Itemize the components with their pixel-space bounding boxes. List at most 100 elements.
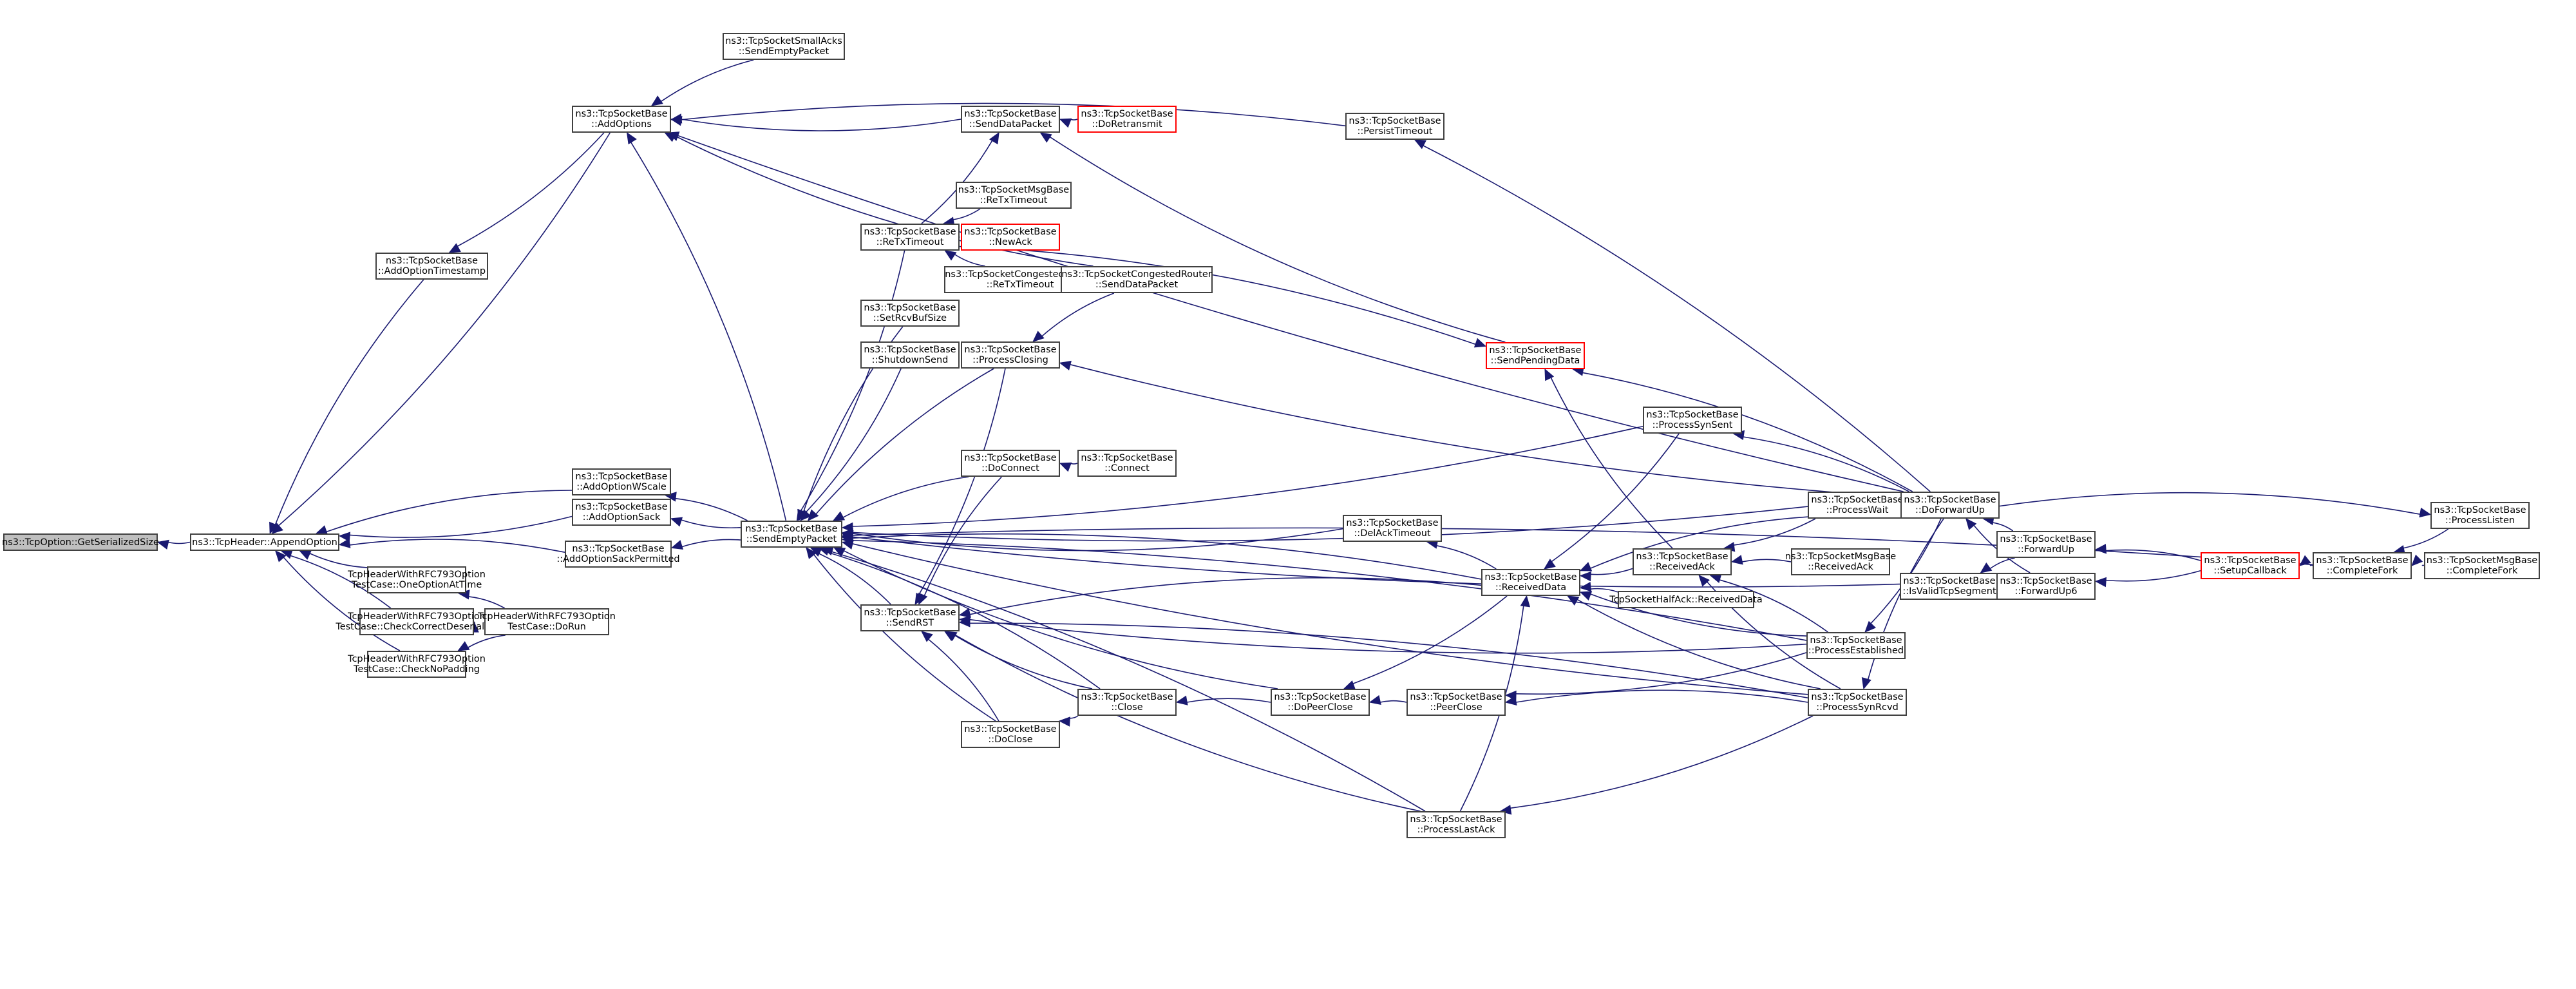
graph-node-smallacks[interactable]: ns3::TcpSocketSmallAcks::SendEmptyPacket	[723, 33, 845, 60]
node-label-line: ::ForwardUp	[2018, 544, 2074, 555]
node-label-line: ns3::TcpSocketSmallAcks	[725, 36, 842, 46]
graph-node-doclose[interactable]: ns3::TcpSocketBase::DoClose	[961, 721, 1060, 748]
node-label-line: ns3::TcpSocketBase	[1081, 692, 1173, 702]
graph-node-established[interactable]: ns3::TcpSocketBase::ProcessEstablished	[1806, 632, 1906, 659]
graph-node-setupcb[interactable]: ns3::TcpSocketBase::SetupCallback	[2201, 552, 2300, 579]
node-label-line: ns3::TcpSocketBase	[575, 502, 667, 512]
graph-node-newack[interactable]: ns3::TcpSocketBase::NewAck	[961, 224, 1060, 251]
edge-arrowhead	[2420, 508, 2430, 517]
graph-node-closing[interactable]: ns3::TcpSocketBase::ProcessClosing	[961, 341, 1060, 369]
graph-node-msgrecvack[interactable]: ns3::TcpSocketMsgBase::ReceivedAck	[1791, 548, 1890, 575]
node-label-line: ::ReceivedData	[1495, 582, 1566, 593]
edge-arrowhead	[808, 510, 819, 521]
graph-node-complete[interactable]: ns3::TcpSocketBase::CompleteFork	[2313, 552, 2412, 579]
node-label-line: ::SendDataPacket	[969, 119, 1052, 130]
call-edge	[1743, 437, 1909, 492]
graph-node-lastack[interactable]: ns3::TcpSocketBase::ProcessLastAck	[1406, 811, 1506, 838]
call-edge	[806, 369, 901, 512]
edge-arrowhead	[1699, 575, 1709, 586]
graph-node-fwdup[interactable]: ns3::TcpSocketBase::ForwardUp	[1996, 531, 2096, 558]
node-label-line: ::CompleteFork	[2327, 566, 2398, 576]
edge-arrowhead	[1865, 622, 1875, 632]
edge-arrowhead	[2096, 577, 2106, 586]
graph-node-recvack[interactable]: ns3::TcpSocketBase::ReceivedAck	[1633, 548, 1732, 575]
edge-arrowhead	[1177, 696, 1188, 705]
graph-node-msgretx[interactable]: ns3::TcpSocketMsgBase::ReTxTimeout	[956, 182, 1072, 209]
node-label-line: ns3::TcpSocketBase	[2434, 505, 2526, 515]
graph-node-listen[interactable]: ns3::TcpSocketBase::ProcessListen	[2430, 502, 2530, 529]
node-label-line: ::DoClose	[988, 735, 1032, 745]
node-label-line: ns3::TcpSocketBase	[964, 345, 1056, 355]
edge-arrowhead	[1980, 563, 1991, 573]
graph-node-close[interactable]: ns3::TcpSocketBase::Close	[1077, 689, 1177, 716]
call-edge	[681, 119, 961, 131]
call-edge	[1187, 698, 1271, 702]
node-label-line: ns3::TcpSocketBase	[964, 453, 1056, 463]
edge-arrowhead	[158, 540, 169, 549]
node-label-line: ::SetupCallback	[2213, 566, 2287, 576]
graph-node-doforward[interactable]: ns3::TcpSocketBase::DoForwardUp	[1900, 492, 2000, 519]
graph-node-shutdown[interactable]: ns3::TcpSocketBase::ShutdownSend	[860, 341, 960, 369]
graph-node-addsackp[interactable]: ns3::TcpSocketBase::AddOptionSackPermitt…	[565, 541, 672, 568]
graph-node-synsent[interactable]: ns3::TcpSocketBase::ProcessSynSent	[1643, 407, 1742, 434]
graph-node-isvalid[interactable]: ns3::TcpSocketBase::IsValidTcpSegment	[1900, 573, 1999, 600]
graph-node-dopeerclose[interactable]: ns3::TcpSocketBase::DoPeerClose	[1271, 689, 1370, 716]
graph-node-connect[interactable]: ns3::TcpSocketBase::Connect	[1077, 450, 1177, 477]
node-label-line: ::DoPeerClose	[1287, 702, 1352, 713]
graph-node-wait[interactable]: ns3::TcpSocketBase::ProcessWait	[1808, 492, 1907, 519]
graph-node-append[interactable]: ns3::TcpHeader::AppendOption	[190, 533, 339, 551]
graph-node-addsack[interactable]: ns3::TcpSocketBase::AddOptionSack	[572, 499, 671, 526]
call-edge	[1591, 589, 1618, 592]
node-label-line: ns3::TcpSocketBase	[1274, 692, 1366, 702]
graph-node-sendempty[interactable]: ns3::TcpSocketBase::SendEmptyPacket	[741, 521, 842, 548]
node-label-line: ::SendRST	[886, 618, 934, 628]
graph-node-addts[interactable]: ns3::TcpSocketBase::AddOptionTimestamp	[375, 253, 488, 280]
graph-node-pending[interactable]: ns3::TcpSocketBase::SendPendingData	[1486, 342, 1585, 369]
node-label-line: TestCase::CheckNoPadding	[354, 664, 480, 675]
node-label-line: ns3::TcpSocketBase	[1811, 692, 1903, 702]
call-edge	[1993, 523, 2013, 531]
graph-node-addopts[interactable]: ns3::TcpSocketBase::AddOptions	[572, 106, 671, 133]
node-label-line: ::ShutdownSend	[872, 355, 949, 365]
node-label-line: ::ProcessWait	[1826, 505, 1889, 515]
call-edge	[661, 60, 753, 101]
graph-node-congsend[interactable]: ns3::TcpSocketCongestedRouter::SendDataP…	[1061, 266, 1213, 293]
call-edge	[816, 369, 994, 514]
call-edge	[1742, 559, 1791, 562]
graph-node-senddata[interactable]: ns3::TcpSocketBase::SendDataPacket	[961, 106, 1060, 133]
node-label-line: TcpHeaderWithRFC793Option	[348, 570, 486, 580]
node-label-line: ns3::TcpSocketMsgBase	[1785, 552, 1896, 562]
graph-node-sendrst[interactable]: ns3::TcpSocketBase::SendRST	[860, 604, 960, 631]
graph-node-synrcvd[interactable]: ns3::TcpSocketBase::ProcessSynRcvd	[1808, 689, 1907, 716]
graph-node-persist[interactable]: ns3::TcpSocketBase::PersistTimeout	[1345, 113, 1444, 140]
node-label-line: ns3::TcpSocketBase	[1811, 495, 1903, 505]
node-label-line: ns3::TcpSocketBase	[745, 524, 837, 534]
graph-node-delack[interactable]: ns3::TcpSocketBase::DelAckTimeout	[1343, 515, 1442, 542]
graph-node-getser[interactable]: ns3::TcpOption::GetSerializedSize	[3, 533, 158, 551]
graph-node-halfack[interactable]: TcpSocketHalfAck::ReceivedData	[1618, 591, 1754, 608]
call-edge	[1591, 568, 1633, 574]
node-label-line: ::PeerClose	[1430, 702, 1482, 713]
node-label-line: ::Connect	[1104, 463, 1150, 474]
graph-node-msgcomplete[interactable]: ns3::TcpSocketMsgBase::CompleteFork	[2424, 552, 2540, 579]
call-edge	[468, 597, 504, 608]
graph-node-recvdata[interactable]: ns3::TcpSocketBase::ReceivedData	[1481, 569, 1580, 596]
graph-node-doconnect[interactable]: ns3::TcpSocketBase::DoConnect	[961, 450, 1060, 477]
graph-node-fwdup6[interactable]: ns3::TcpSocketBase::ForwardUp6	[1996, 573, 2096, 600]
graph-node-peerclose[interactable]: ns3::TcpSocketBase::PeerClose	[1406, 689, 1506, 716]
graph-node-retx[interactable]: ns3::TcpSocketBase::ReTxTimeout	[860, 224, 960, 251]
node-label-line: ::ReTxTimeout	[987, 280, 1054, 290]
node-label-line: ::IsValidTcpSegment	[1902, 586, 1996, 597]
call-edge	[954, 635, 1092, 689]
graph-node-setrcv[interactable]: ns3::TcpSocketBase::SetRcvBufSize	[860, 300, 960, 327]
edge-arrowhead	[458, 642, 469, 651]
graph-node-doretx[interactable]: ns3::TcpSocketBase::DoRetransmit	[1077, 106, 1177, 133]
call-edge	[1069, 716, 1078, 718]
call-edge	[843, 477, 969, 517]
edge-arrowhead	[299, 551, 310, 559]
graph-node-addws[interactable]: ns3::TcpSocketBase::AddOptionWScale	[572, 468, 671, 495]
